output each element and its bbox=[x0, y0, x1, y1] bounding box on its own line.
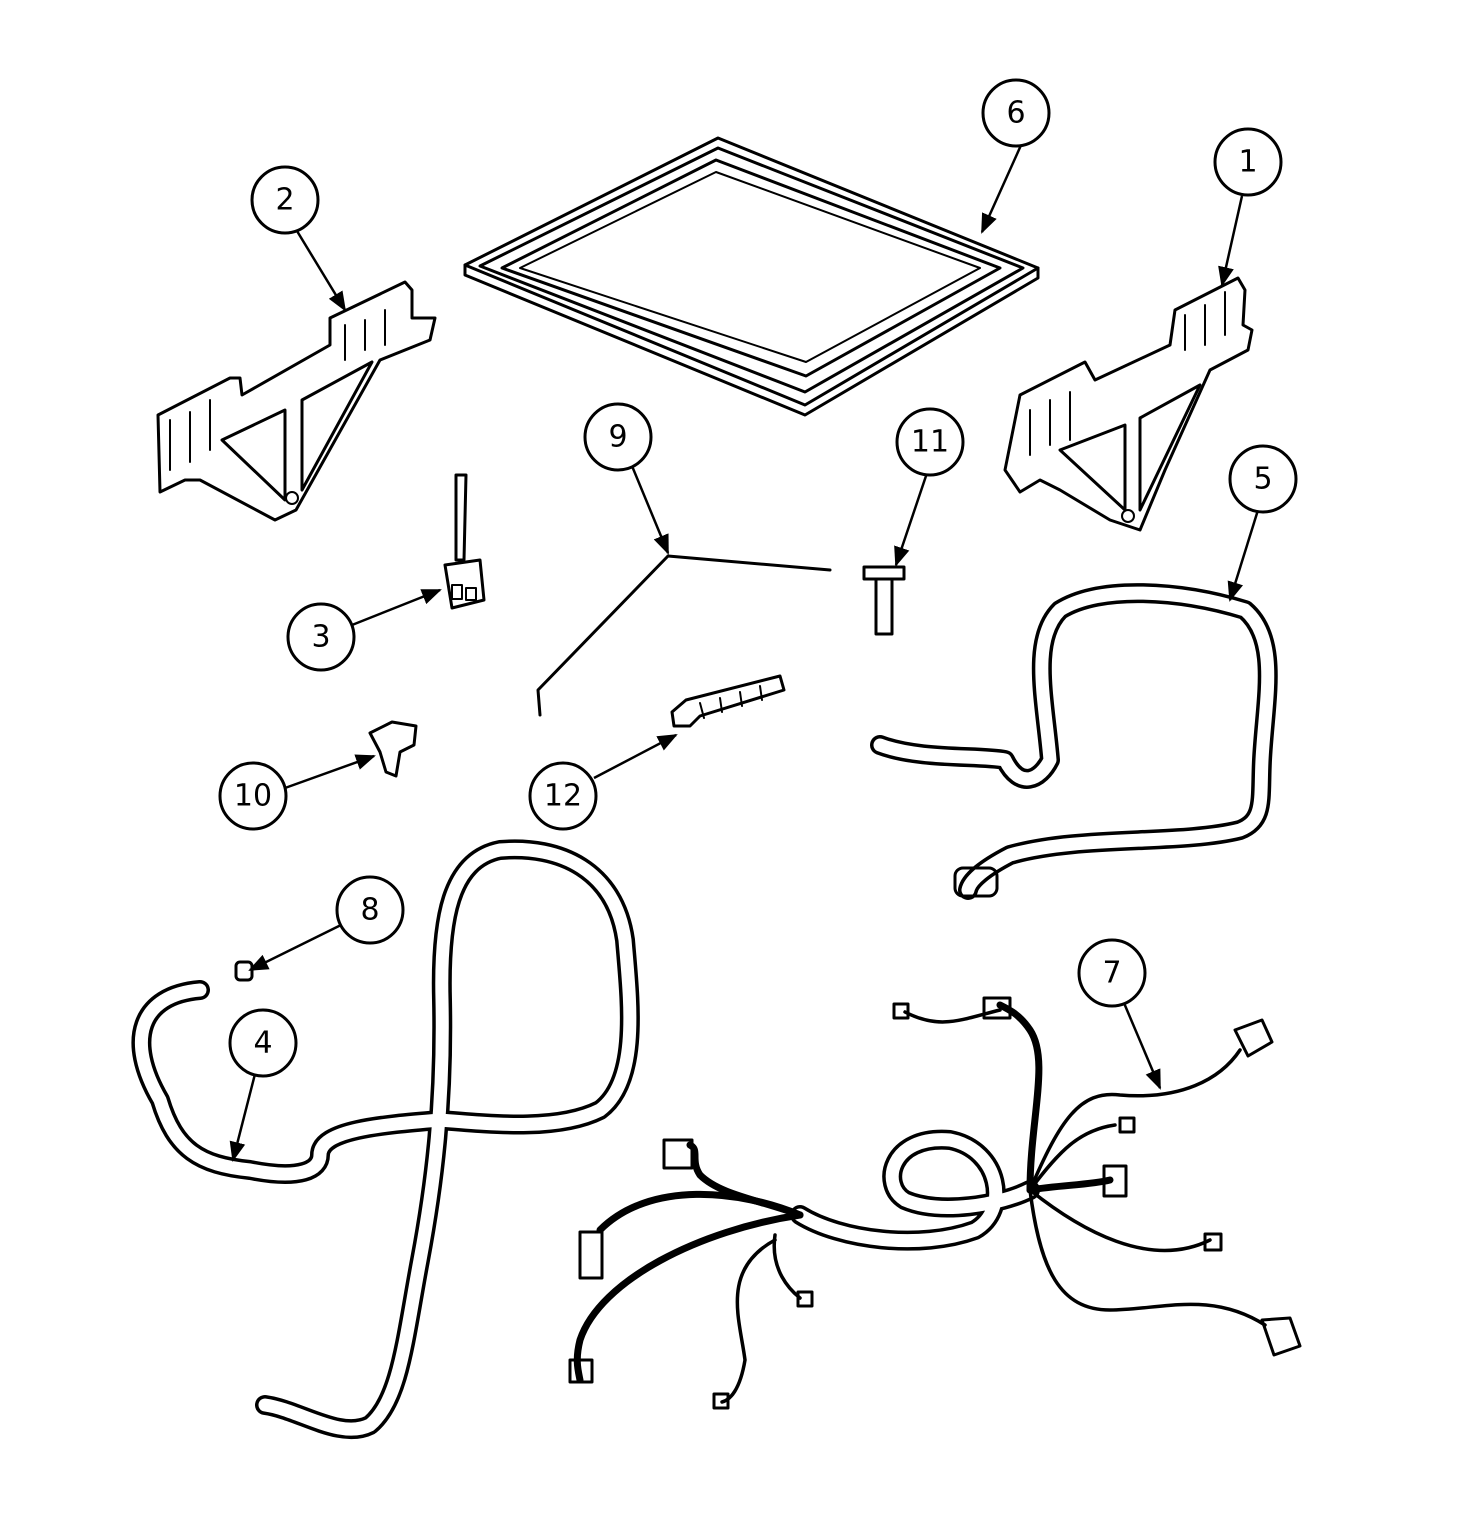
callout-9: 9 bbox=[583, 402, 653, 472]
callout-4: 4 bbox=[228, 1008, 298, 1078]
callout-2: 2 bbox=[250, 165, 320, 235]
part-3-sensor bbox=[443, 473, 486, 610]
callout-label: 9 bbox=[608, 420, 627, 455]
callout-label: 7 bbox=[1102, 956, 1121, 991]
callout-label: 10 bbox=[234, 779, 272, 814]
callout-3: 3 bbox=[286, 602, 356, 672]
part-4-hose bbox=[131, 839, 640, 1440]
part-2-left-bracket bbox=[156, 280, 437, 522]
part-6-top-frame bbox=[463, 136, 1040, 417]
callout-label: 6 bbox=[1006, 96, 1025, 131]
callout-label: 4 bbox=[253, 1026, 272, 1061]
part-8-fitting bbox=[234, 960, 254, 982]
part-11-clip bbox=[862, 565, 906, 636]
part-5-hose bbox=[870, 583, 1278, 900]
part-7-wire-harness bbox=[568, 996, 1302, 1410]
callout-11: 11 bbox=[895, 407, 965, 477]
part-9-rod bbox=[536, 554, 832, 717]
part-1-right-bracket bbox=[1003, 276, 1254, 532]
callout-6: 6 bbox=[981, 78, 1051, 148]
part-12-hinge bbox=[670, 674, 786, 728]
callout-label: 11 bbox=[911, 425, 949, 460]
callout-7: 7 bbox=[1077, 938, 1147, 1008]
callout-1: 1 bbox=[1213, 127, 1283, 197]
callout-label: 1 bbox=[1238, 145, 1257, 180]
callout-8: 8 bbox=[335, 875, 405, 945]
callout-5: 5 bbox=[1228, 444, 1298, 514]
callout-label: 8 bbox=[360, 893, 379, 928]
callout-label: 2 bbox=[275, 183, 294, 218]
callout-10: 10 bbox=[218, 761, 288, 831]
leader-lines bbox=[229, 142, 1260, 1162]
callout-label: 5 bbox=[1253, 462, 1272, 497]
callout-label: 3 bbox=[311, 620, 330, 655]
part-10-block bbox=[368, 720, 418, 778]
callout-label: 12 bbox=[544, 779, 582, 814]
callout-12: 12 bbox=[528, 761, 598, 831]
